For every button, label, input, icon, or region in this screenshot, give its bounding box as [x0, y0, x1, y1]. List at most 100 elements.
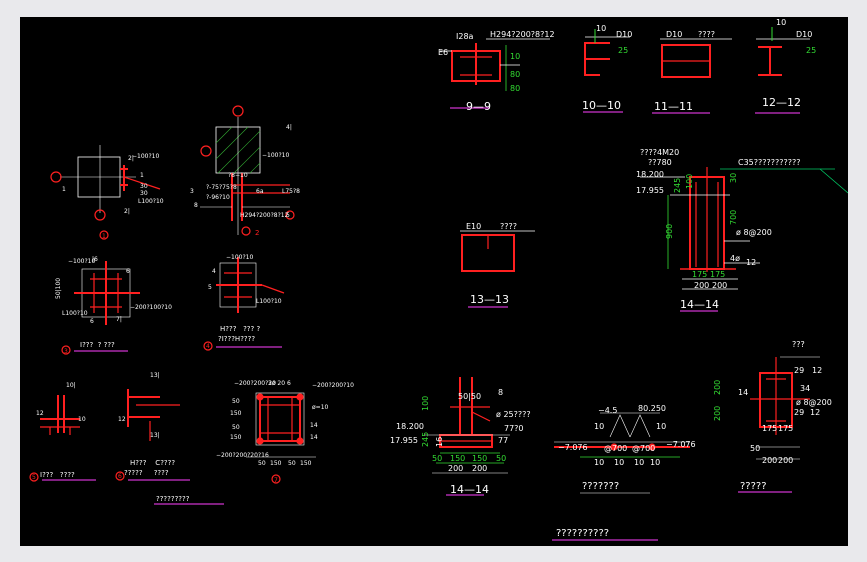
d3-caption: I??? ? ???: [80, 341, 115, 349]
d5-num: 5: [32, 474, 36, 481]
splice-detail: [554, 412, 690, 458]
d4-caption2: ?I???H????: [218, 335, 255, 343]
d2-l5: 6a: [256, 188, 264, 195]
dim-14a-100: 100: [685, 174, 694, 189]
d7-l10: 50: [232, 424, 240, 431]
dim-10-10-b: D10: [616, 30, 632, 39]
d7-num: 7: [274, 477, 278, 484]
d7-l5: −200?200?20?16: [216, 452, 269, 459]
dim-10-10-c: 25: [618, 46, 628, 55]
label-9-9-left: E6: [438, 48, 448, 57]
dim-14b-16: 16: [435, 437, 444, 447]
dim-col-50: 50: [750, 444, 760, 453]
section-14-14-elevation: [640, 167, 848, 290]
dim-14a-245: 245: [673, 178, 682, 193]
d2-l8: 4|: [286, 124, 292, 131]
section-12-12: [756, 27, 810, 76]
d1-l4: 30: [140, 190, 148, 197]
d7-l13: 150: [270, 460, 282, 467]
dim-12-12-b: D10: [796, 30, 812, 39]
d2-l11: 5: [286, 212, 290, 219]
dim-splice-700a: @700: [604, 444, 627, 453]
d6-caption1: H??? C????: [130, 459, 175, 467]
dim-14b-200b: 200: [472, 464, 487, 473]
dim-14a-175a: 175: [692, 270, 707, 279]
dim-14a-700: 700: [729, 210, 738, 225]
d6-l3: 13|: [150, 432, 160, 439]
d1-l1: −100?10: [132, 153, 159, 160]
d7-l14: 50: [288, 460, 296, 467]
label-13-13-a: E10: [466, 222, 481, 231]
dim-14a-12: 12: [746, 258, 756, 267]
d7-l6: 14: [310, 422, 318, 429]
dim-splice-10e: 10: [634, 458, 644, 467]
dim-14b-245: 245: [421, 432, 430, 447]
d3-l3: 50|100: [55, 278, 62, 299]
d2-l3: ?-75?75?8: [206, 184, 237, 191]
dim-col-200d: 200: [778, 456, 793, 465]
label-14b-e2: 17.955: [390, 436, 418, 445]
d5-l1: 10|: [66, 382, 76, 389]
d2-num: 2: [255, 229, 259, 237]
detail-5: [29, 395, 80, 482]
d3-l7: 7|: [116, 316, 122, 323]
dim-splice-10c: 10: [594, 458, 604, 467]
d1-l5: L100?10: [138, 198, 164, 205]
dim-9-9-a: 10: [510, 52, 520, 61]
label-14a-rebar: ø 8@200: [736, 228, 772, 237]
detail-6: [115, 389, 180, 481]
label-14a-l3: 18.200: [636, 170, 664, 179]
label-splice-top: −4.5: [598, 406, 617, 415]
dim-col-200c: 200: [762, 456, 777, 465]
title-col: ?????: [740, 481, 767, 492]
d7-l11: 150: [230, 434, 242, 441]
d7-l9: 150: [230, 410, 242, 417]
dim-14b-8: 8: [498, 388, 503, 397]
d3-l8: 6: [90, 318, 94, 325]
title-14-14-upper: 14—14: [680, 298, 719, 311]
d2-l6: L75?8: [282, 188, 300, 195]
dim-col-175a: 175: [762, 424, 777, 433]
dim-9-9-c: 80: [510, 84, 520, 93]
label-splice-e2: −7.076: [666, 440, 696, 449]
dim-splice-700b: @700: [632, 444, 655, 453]
section-9-9: [440, 38, 550, 91]
label-14a-4: 4ø: [730, 254, 740, 263]
d1-l6: 1: [62, 186, 66, 193]
dim-14b-50a: 50: [432, 454, 442, 463]
label-14a-l1: ????4M20: [640, 148, 679, 157]
d4-l4: L100?10: [256, 298, 282, 305]
d3-l6: 6: [126, 268, 130, 275]
d7-l1: −200?200?20: [234, 380, 276, 387]
d3-l5: −200?100?10: [130, 304, 172, 311]
d7-l3: −200?200?10: [312, 382, 354, 389]
dim-12-12-c: 25: [806, 46, 816, 55]
dim-11-11-b: ????: [698, 30, 715, 39]
label-14a-l2: ??780: [648, 158, 672, 167]
bottom-caption: ??????????: [556, 528, 609, 539]
drawing-canvas: I28a H294?200?8?12 E6 10 80 80 9—9 10 D1…: [20, 17, 848, 546]
d2-l9: 3: [190, 188, 194, 195]
title-9-9: 9—9: [466, 100, 491, 113]
dim-col-175b: 175: [778, 424, 793, 433]
dim-col-14: 14: [738, 388, 748, 397]
d2-l2: ?8−10: [228, 172, 248, 179]
label-14a-l5: C35???????????: [738, 158, 800, 167]
d7-l2: 3ø 20 6: [268, 380, 291, 387]
dim-14a-200b: 200: [712, 281, 727, 290]
dim-14b-150a: 150: [450, 454, 465, 463]
label-9-9-tl: I28a: [456, 32, 474, 41]
label-col-top: ???: [792, 340, 805, 349]
d3-l2: |6: [92, 256, 98, 263]
title-12-12: 12—12: [762, 96, 801, 109]
dim-12-12-a: 10: [776, 18, 786, 27]
dim-14b-50b: 50: [496, 454, 506, 463]
d6-caption2: ????? ????: [124, 469, 169, 477]
dim-14b-150b: 150: [472, 454, 487, 463]
dim-14b-100: 100: [421, 396, 430, 411]
dim-14a-175b: 175: [710, 270, 725, 279]
d7-l15: 150: [300, 460, 312, 467]
dim-col-29b: 29: [794, 408, 804, 417]
d2-l4: ?-96?10: [206, 194, 230, 201]
d7-caption: ?????????: [156, 495, 190, 503]
